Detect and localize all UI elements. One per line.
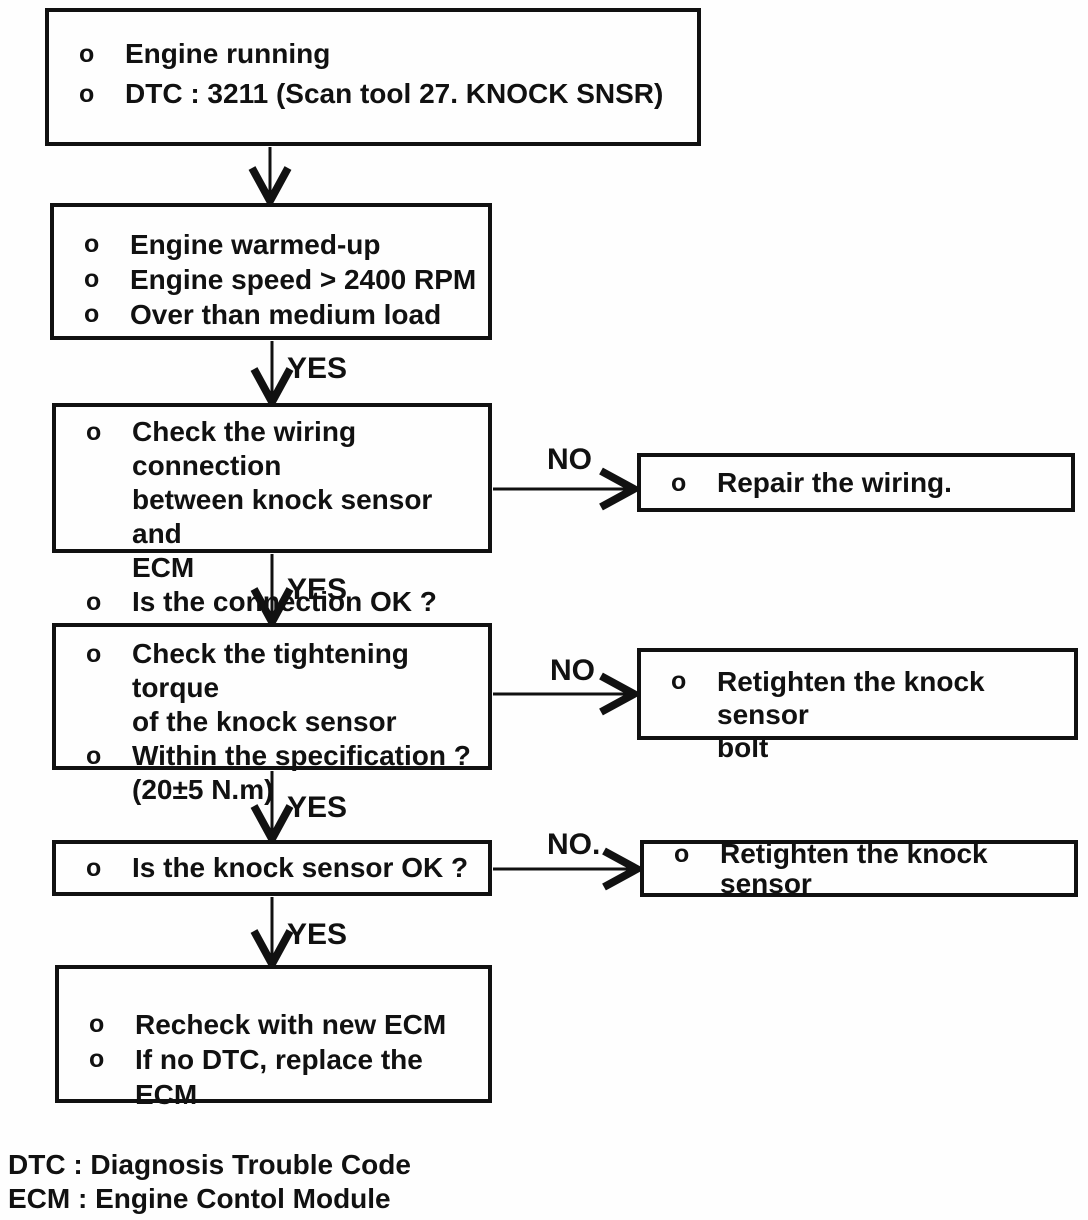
bullet-item: o If no DTC, replace the ECM xyxy=(59,1042,488,1112)
bullet-item: o Within the specification ? (20±5 N.m) xyxy=(56,739,488,807)
bullet-marker: o xyxy=(84,300,100,328)
edge-label-no-1: NO xyxy=(547,443,592,476)
bullet-item: o Is the knock sensor OK ? xyxy=(56,853,488,883)
bullet-text: Retighten the knock sensor xyxy=(720,837,988,899)
bullet-item: o Engine speed > 2400 RPM xyxy=(54,262,488,297)
bullet-text: DTC : 3211 (Scan tool 27. KNOCK SNSR) xyxy=(125,78,664,109)
legend: DTC : Diagnosis Trouble Code ECM : Engin… xyxy=(8,1148,411,1216)
bullet-text: Engine running xyxy=(125,38,331,69)
bullet-text: Recheck with new ECM xyxy=(135,1009,447,1040)
flow-box-repair-wiring: o Repair the wiring. xyxy=(637,453,1075,512)
bullet-marker: o xyxy=(89,1010,105,1038)
bullet-marker: o xyxy=(86,418,102,446)
bullet-text: Is the connection OK ? xyxy=(132,586,437,617)
bullet-item: o Retighten the knock sensor xyxy=(644,837,1074,899)
flow-box-sensor-ok: o Is the knock sensor OK ? xyxy=(52,840,492,896)
bullet-text: Retighten the knock sensor bolt xyxy=(717,666,985,763)
bullet-item: o Engine warmed-up xyxy=(54,227,488,262)
bullet-item: o Over than medium load xyxy=(54,297,488,332)
bullet-marker: o xyxy=(86,588,102,616)
bullet-item: o Repair the wiring. xyxy=(641,466,1071,498)
flow-box-conditions: o Engine warmed-up o Engine speed > 2400… xyxy=(50,203,492,340)
bullet-text: Check the tightening torque of the knock… xyxy=(132,638,409,737)
bullet-item: o Is the connection OK ? xyxy=(56,585,488,619)
bullet-text: Within the specification ? (20±5 N.m) xyxy=(132,740,471,805)
bullet-marker: o xyxy=(671,468,687,497)
bullet-marker: o xyxy=(84,265,100,293)
edge-label-yes-4: YES xyxy=(287,918,348,951)
flow-box-check-wiring: o Check the wiring connection between kn… xyxy=(52,403,492,617)
bullet-text: Engine speed > 2400 RPM xyxy=(130,264,477,295)
flow-box-start: o Engine running o DTC : 3211 (Scan tool… xyxy=(45,8,701,146)
edge-label-no-2: NO xyxy=(550,654,595,687)
bullet-marker: o xyxy=(86,742,102,770)
bullet-marker: o xyxy=(671,667,687,695)
bullet-item: o Recheck with new ECM xyxy=(59,1007,488,1042)
bullet-item: o Retighten the knock sensor bolt xyxy=(641,665,1074,764)
bullet-text: Repair the wiring. xyxy=(717,466,952,498)
flow-box-retighten-sensor: o Retighten the knock sensor xyxy=(640,837,1078,899)
bullet-marker: o xyxy=(674,839,690,868)
bullet-marker: o xyxy=(84,230,100,258)
bullet-item: o Check the wiring connection between kn… xyxy=(56,415,488,585)
bullet-text: Over than medium load xyxy=(130,299,442,330)
edge-label-no-3: NO. xyxy=(547,828,601,861)
legend-dtc: DTC : Diagnosis Trouble Code xyxy=(8,1149,411,1180)
bullet-marker: o xyxy=(79,40,95,68)
flow-box-check-torque: o Check the tightening torque of the kno… xyxy=(52,623,492,805)
flow-box-recheck-ecm: o Recheck with new ECM o If no DTC, repl… xyxy=(55,965,492,1110)
bullet-item: o Engine running xyxy=(49,34,697,74)
bullet-item: o Check the tightening torque of the kno… xyxy=(56,637,488,739)
bullet-text: Check the wiring connection between knoc… xyxy=(132,416,433,583)
edge-label-yes-3: YES xyxy=(287,791,348,824)
bullet-text: If no DTC, replace the ECM xyxy=(135,1044,423,1110)
bullet-marker: o xyxy=(89,1045,105,1073)
bullet-marker: o xyxy=(86,640,102,668)
edge-label-yes-2: YES xyxy=(287,573,348,606)
edge-label-yes-1: YES xyxy=(287,352,348,385)
bullet-text: Engine warmed-up xyxy=(130,229,381,260)
bullet-text: Is the knock sensor OK ? xyxy=(132,852,469,883)
bullet-item: o DTC : 3211 (Scan tool 27. KNOCK SNSR) xyxy=(49,74,697,114)
legend-ecm: ECM : Engine Contol Module xyxy=(8,1183,391,1214)
flow-box-retighten-bolt: o Retighten the knock sensor bolt xyxy=(637,648,1078,763)
bullet-marker: o xyxy=(86,854,102,882)
bullet-marker: o xyxy=(79,80,95,108)
